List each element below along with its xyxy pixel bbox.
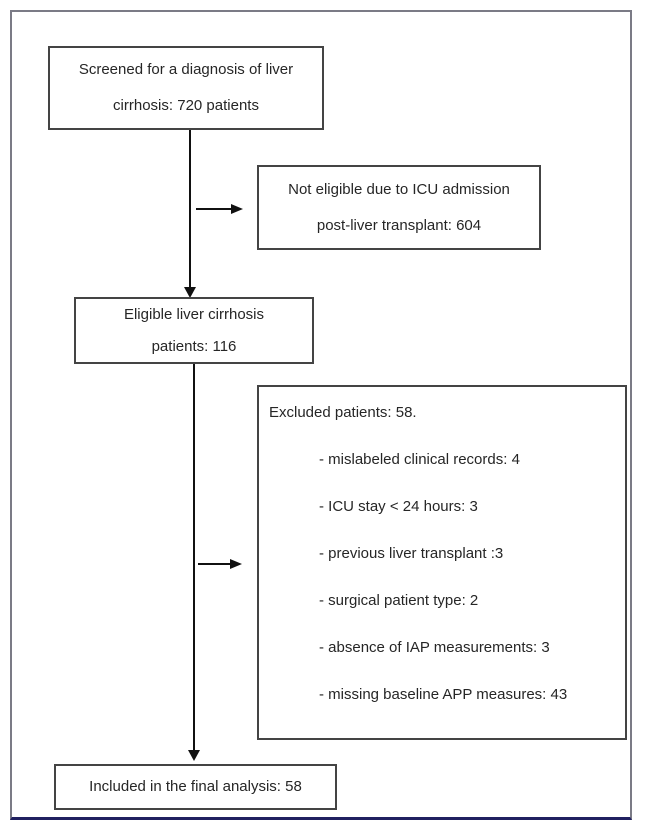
arrowhead-down-icon bbox=[184, 287, 196, 298]
not-eligible-text-line1: Not eligible due to ICU admission bbox=[288, 180, 510, 198]
eligible-text-line1: Eligible liver cirrhosis bbox=[123, 305, 265, 323]
not-eligible-text-line2: post-liver transplant: 604 bbox=[316, 216, 482, 234]
figure-frame: Screened for a diagnosis of liver cirrho… bbox=[10, 10, 632, 820]
excluded-item: - ICU stay < 24 hours: 3 bbox=[319, 498, 478, 515]
eligible-text-line2: patients: 116 bbox=[151, 337, 237, 355]
arrowhead-down-icon bbox=[188, 750, 200, 761]
screened-text-line1: Screened for a diagnosis of liver bbox=[78, 61, 294, 78]
flow-box-eligible: Eligible liver cirrhosis patients: 116 bbox=[74, 297, 314, 364]
arrow-down-eligible-to-included bbox=[193, 364, 195, 751]
excluded-item: - absence of IAP measurements: 3 bbox=[319, 639, 550, 656]
arrowhead-right-icon bbox=[231, 204, 243, 214]
flow-box-included: Included in the final analysis: 58 bbox=[54, 764, 337, 810]
included-text-line1: Included in the final analysis: 58 bbox=[89, 778, 302, 795]
arrow-right-to-not-eligible bbox=[196, 208, 232, 210]
flow-box-excluded: Excluded patients: 58. - mislabeled clin… bbox=[257, 385, 627, 740]
excluded-item: - mislabeled clinical records: 4 bbox=[319, 451, 520, 468]
excluded-item: - previous liver transplant :3 bbox=[319, 545, 504, 562]
excluded-item: - surgical patient type: 2 bbox=[319, 592, 479, 609]
arrow-down-screened-to-eligible bbox=[189, 130, 191, 288]
arrow-right-to-excluded bbox=[198, 563, 231, 565]
screened-text-line2: cirrhosis: 720 patients bbox=[113, 97, 259, 114]
flow-box-screened: Screened for a diagnosis of liver cirrho… bbox=[48, 46, 324, 130]
excluded-item: - missing baseline APP measures: 43 bbox=[319, 686, 568, 703]
arrowhead-right-icon bbox=[230, 559, 242, 569]
excluded-title: Excluded patients: 58. bbox=[269, 404, 417, 421]
flow-box-not-eligible: Not eligible due to ICU admission post-l… bbox=[257, 165, 541, 250]
